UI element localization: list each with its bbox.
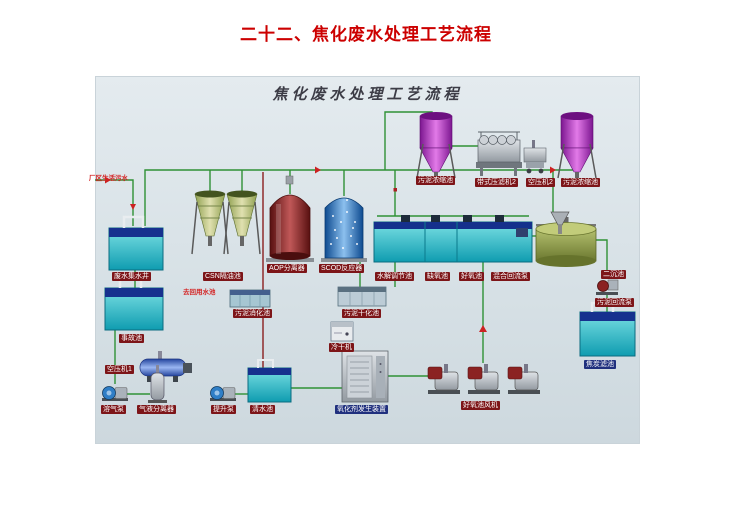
label-secondary-clarifier: 二沉池 [601, 270, 626, 279]
sludge-thickener-left-hopper [416, 111, 456, 180]
sludge-digestion-tank-shape [229, 289, 271, 308]
belt-filter-press-machine [476, 131, 522, 176]
label-sludge-digestion-tank: 污泥消化池 [233, 309, 272, 318]
label-oxidant-generator: 氧化剂发生装置 [335, 405, 388, 414]
flow-arrows [105, 166, 556, 332]
label-cold-dryer: 冷干机 [329, 343, 354, 352]
label-mixed-return-pump: 混合回流泵 [491, 272, 530, 281]
sludge-pipes [262, 172, 270, 386]
distribution-funnel [550, 211, 570, 234]
label-scod-reactor: SCOD反应器 [319, 264, 365, 273]
scod-reactor-vessel [321, 197, 367, 262]
air-compressor-2-unit [523, 140, 547, 174]
bio-tank-row [373, 215, 533, 263]
air-compressor-1-unit [139, 351, 192, 382]
label-oil-separator: CSN隔油池 [203, 272, 243, 281]
sludge-thickener-right-hopper [557, 111, 597, 180]
lift-pump-unit [209, 386, 237, 402]
label-air-compressor-1: 空压机1 [105, 365, 134, 374]
label-aerobic-tank: 好氧池 [459, 272, 484, 281]
sludge-drying-tank-shape [337, 286, 387, 307]
label-lift-pump: 提升泵 [211, 405, 236, 414]
aerobic-blower-units [427, 363, 541, 395]
label-aerobic-blower: 好氧池风机 [461, 401, 500, 410]
sludge-return-pump-unit [596, 279, 619, 295]
diagram-title: 焦化废水处理工艺流程 [272, 85, 463, 103]
label-clean-water-tank: 清水池 [250, 405, 275, 414]
label-dissolved-air-pump: 溶气泵 [101, 405, 126, 414]
gas-liquid-separator-vessel [148, 365, 167, 403]
label-hydrolysis-tank: 水解调节池 [375, 272, 414, 281]
annotation-reuse: 去回用水池 [183, 289, 216, 296]
label-sludge-drying-tank: 污泥干化池 [342, 309, 381, 318]
secondary-clarifier-tank [535, 217, 597, 267]
label-sludge-thickener-right: 污泥浓缩池 [561, 178, 600, 187]
oil-separator-cones [191, 189, 261, 255]
label-gas-liquid-separator: 气液分离器 [137, 405, 176, 414]
label-sludge-thickener-left: 污泥浓缩池 [416, 176, 455, 185]
label-aop-separator: AOP分离器 [267, 264, 307, 273]
label-air-compressor-2: 空压机2 [526, 178, 555, 187]
label-coke-filter: 焦炭滤池 [584, 360, 616, 369]
annotation-influent: 厂区生活污水 [89, 175, 128, 182]
page-title: 二十二、焦化废水处理工艺流程 [240, 25, 492, 44]
label-sludge-return-pump: 污泥回流泵 [595, 298, 634, 307]
clean-water-tank-shape [247, 359, 292, 403]
accident-tank-shape [104, 275, 164, 331]
diagram-canvas [95, 111, 636, 403]
dissolved-air-pump-unit [101, 386, 129, 402]
collection-well-tank [108, 215, 164, 271]
cold-dryer-unit [330, 321, 354, 342]
label-collection-well: 废水集水井 [112, 272, 151, 281]
aop-separator-vessel [266, 175, 314, 262]
label-belt-filter-press: 带式压滤机2 [475, 178, 518, 187]
oxidant-generator-cabinet [341, 350, 389, 403]
label-anoxic-tank: 缺氧池 [425, 272, 450, 281]
process-flow-diagram: 焦化废水处理工艺流程 [89, 76, 640, 444]
label-accident-tank: 事故池 [119, 334, 144, 343]
